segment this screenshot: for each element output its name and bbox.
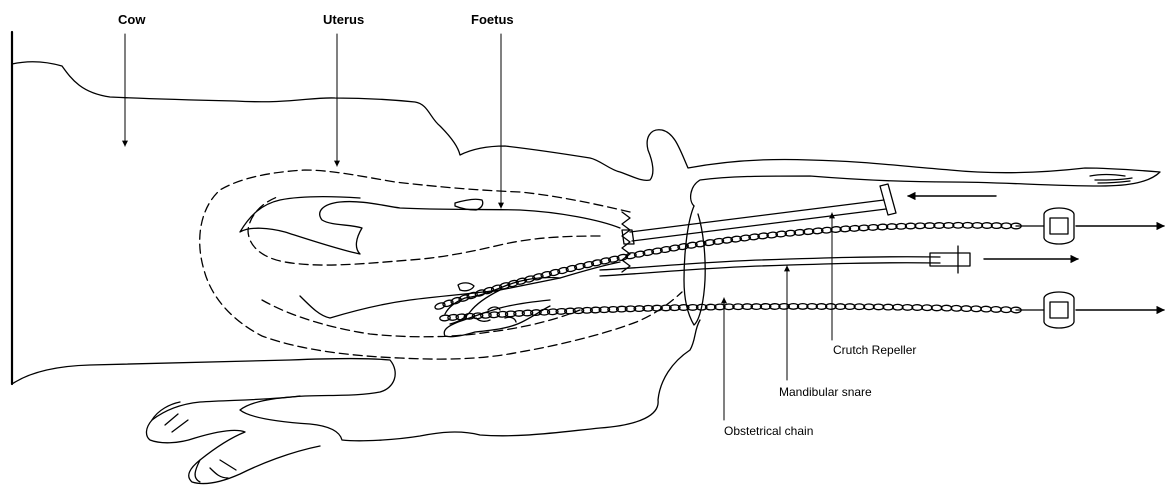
foetus-front-hoof: [458, 283, 474, 291]
chain-link: [972, 223, 982, 229]
chain-link: [953, 222, 963, 228]
cow-hind-leg: [146, 396, 320, 484]
chain-link: [962, 222, 972, 228]
chain-link: [1001, 307, 1012, 313]
chain-link: [971, 306, 982, 312]
chain-link: [951, 305, 962, 311]
cow-hind-hoof-upper: [152, 402, 188, 432]
mandibular-snare: [600, 246, 970, 276]
chain-link: [883, 304, 893, 310]
obstetrical-chain-label: Obstetrical chain: [724, 424, 813, 438]
crutch-repeller-handle: [880, 184, 896, 215]
mandibular-snare-wire: [600, 257, 940, 276]
chain-link: [982, 223, 992, 229]
mandibular-snare-label: Mandibular snare: [779, 385, 872, 399]
chain-link: [902, 305, 912, 311]
cow-label: Cow: [118, 12, 145, 27]
chain-handle-upper: [1016, 208, 1074, 244]
chain-link: [873, 304, 883, 310]
chain-link: [991, 223, 1001, 229]
chain-link: [912, 305, 922, 311]
chain-link: [991, 306, 1002, 312]
chain-link: [941, 305, 952, 311]
cow-back-contour: [12, 62, 1160, 206]
crutch-repeller-label: Crutch Repeller: [833, 343, 916, 357]
chain-link: [1001, 223, 1012, 229]
chain-link: [893, 304, 903, 310]
uterus-label: Uterus: [323, 12, 364, 27]
obstetrical-chain-lower: [440, 304, 1022, 322]
cow-outline: [12, 32, 1160, 484]
chain-link: [922, 305, 933, 311]
mandibular-snare-handle: [930, 246, 970, 273]
cow-belly-contour: [12, 320, 700, 441]
chain-link: [981, 306, 992, 312]
foetus-hind-hoof: [455, 199, 483, 210]
chain-link: [931, 305, 942, 311]
foetus-label: Foetus: [471, 12, 514, 27]
uterus-inner-wall: [248, 196, 600, 265]
foetus-back-contour: [240, 197, 620, 254]
cow-tail-tip: [1090, 175, 1132, 184]
chain-handle-lower: [1016, 292, 1074, 328]
chain-link: [864, 304, 874, 310]
chain-link: [961, 306, 972, 312]
